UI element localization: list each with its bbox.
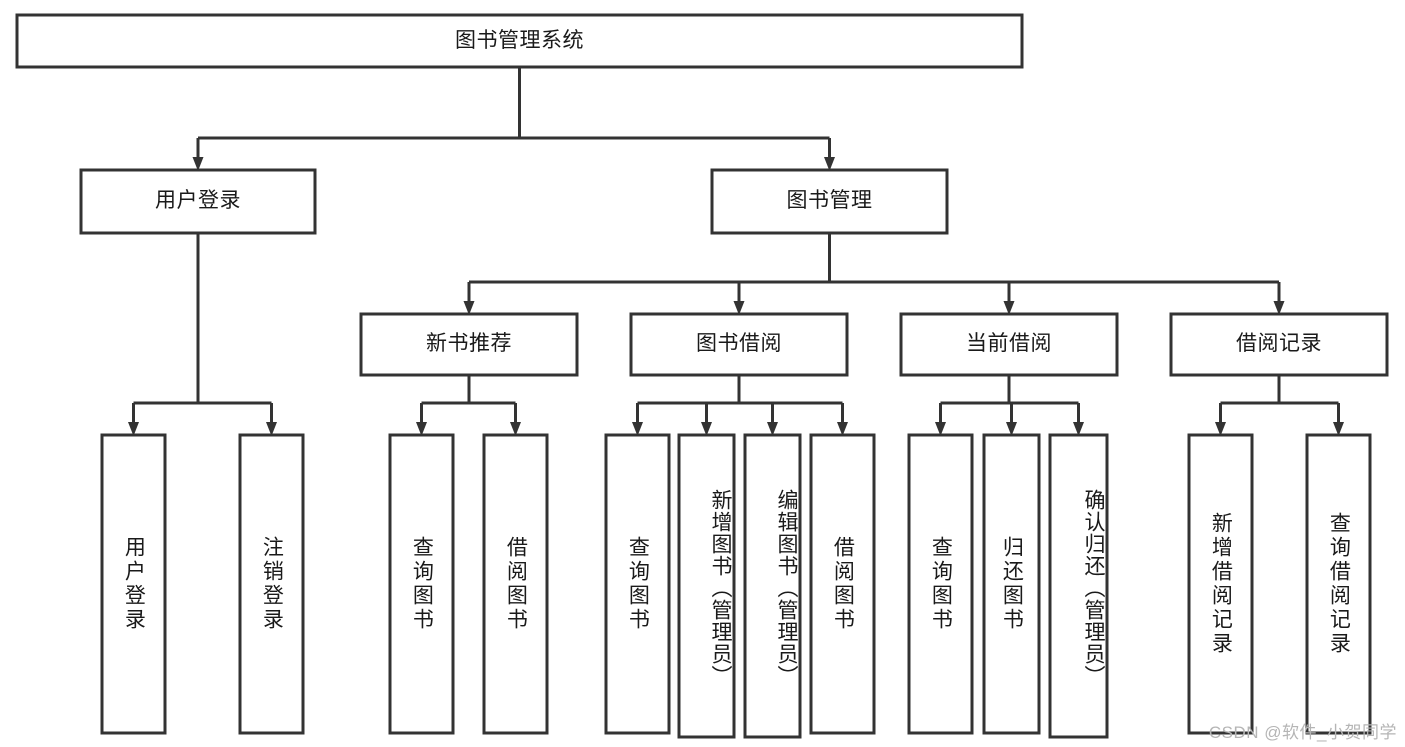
- connector-bookmgmt: [463, 233, 1285, 315]
- node-box-l1[interactable]: [100, 433, 167, 735]
- connector-records: [1215, 375, 1344, 436]
- connector-root: [192, 67, 835, 171]
- node-box-l3[interactable]: [388, 433, 455, 735]
- node-box-root[interactable]: [15, 13, 1024, 69]
- connector-current: [935, 375, 1084, 436]
- node-box-l11[interactable]: [1048, 433, 1109, 739]
- node-box-l13[interactable]: [1305, 433, 1372, 735]
- node-box-borrow[interactable]: [629, 312, 849, 377]
- connector-borrow: [632, 375, 848, 436]
- node-box-login[interactable]: [79, 168, 317, 235]
- node-box-l12[interactable]: [1187, 433, 1254, 735]
- node-box-newbook[interactable]: [359, 312, 579, 377]
- node-box-l4[interactable]: [482, 433, 549, 735]
- node-box-current[interactable]: [899, 312, 1119, 377]
- node-box-l5[interactable]: [604, 433, 671, 735]
- node-box-l2[interactable]: [238, 433, 305, 735]
- node-box-l9[interactable]: [907, 433, 974, 735]
- node-box-l6[interactable]: [677, 433, 736, 739]
- connector-newbook: [416, 375, 521, 436]
- node-box-records[interactable]: [1169, 312, 1389, 377]
- node-box-l10[interactable]: [982, 433, 1041, 735]
- connector-login: [128, 233, 277, 436]
- connector-layer: [128, 67, 1344, 436]
- node-box-l7[interactable]: [743, 433, 802, 739]
- node-box-bookmgmt[interactable]: [710, 168, 949, 235]
- watermark-text: CSDN @软件_小贺同学: [1208, 723, 1397, 742]
- node-box-layer: [15, 13, 1389, 739]
- node-box-l8[interactable]: [809, 433, 876, 735]
